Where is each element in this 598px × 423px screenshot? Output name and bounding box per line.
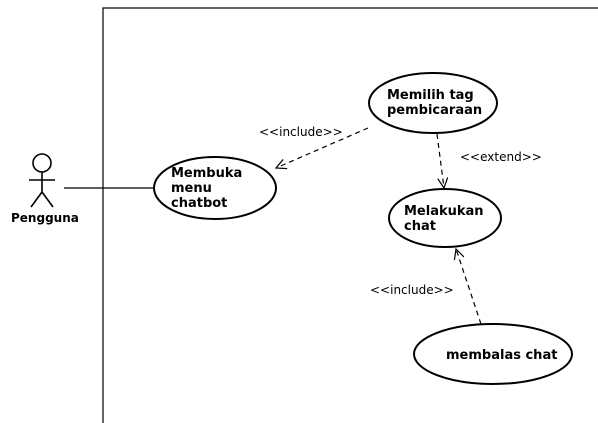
use-case-label: membalas chat	[446, 348, 557, 363]
extend-arrow	[436, 133, 444, 188]
use-case-label-line: Memilih tag	[387, 88, 474, 103]
include-label-top: <<include>>	[259, 125, 343, 139]
use-case-label-line: chat	[404, 219, 436, 234]
use-case-membalas-chat[interactable]: membalas chat	[413, 323, 573, 385]
use-case-membuka-menu-chatbot[interactable]: Membuka menu chatbot	[153, 156, 277, 220]
use-case-memilih-tag-pembicaraan[interactable]: Memilih tag pembicaraan	[368, 72, 498, 134]
actor-pengguna[interactable]: Pengguna	[11, 153, 79, 225]
use-case-label-line: Membuka	[171, 166, 242, 181]
use-case-label-line: chatbot	[171, 196, 227, 211]
extend-label: <<extend>>	[460, 150, 542, 164]
use-case-label: Membuka menu chatbot	[171, 166, 247, 211]
actor-left-leg	[30, 191, 43, 208]
use-case-label: Melakukan chat	[404, 204, 488, 234]
actor-right-leg	[41, 191, 54, 208]
use-case-label-line: menu	[171, 181, 212, 196]
include-arrow-top	[276, 127, 369, 168]
use-case-label-line: pembicaraan	[387, 103, 482, 118]
use-case-ellipse	[368, 72, 498, 134]
system-boundary	[102, 7, 598, 423]
include-label-bottom: <<include>>	[370, 283, 454, 297]
use-case-ellipse	[153, 156, 277, 220]
actor-label: Pengguna	[11, 211, 79, 225]
include-arrow-bottom	[456, 249, 482, 325]
use-case-label-line: Melakukan	[404, 204, 484, 219]
use-case-label: Memilih tag pembicaraan	[387, 88, 482, 118]
use-case-ellipse	[413, 323, 573, 385]
actor-head	[32, 153, 52, 173]
use-case-melakukan-chat[interactable]: Melakukan chat	[388, 188, 502, 248]
